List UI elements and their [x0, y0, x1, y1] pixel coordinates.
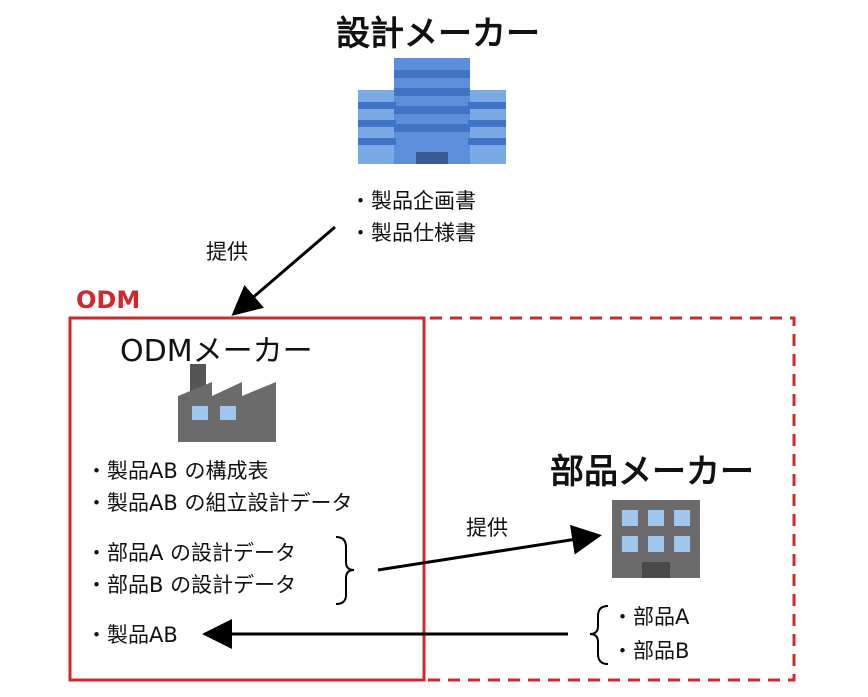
odm-maker-title: ODMメーカー [120, 334, 313, 369]
odm-item-part-a-design: ・部品A の設計データ [86, 541, 297, 565]
factory-icon [178, 364, 276, 442]
odm-item-assembly-data: ・製品AB の組立設計データ [86, 491, 353, 515]
design-maker-item-spec: ・製品仕様書 [350, 221, 476, 245]
arrow-label-design-to-odm: 提供 [206, 240, 248, 264]
parts-maker-title: 部品メーカー [550, 452, 754, 492]
odm-item-product-ab: ・製品AB [86, 623, 178, 647]
brace-odm-parts [335, 536, 355, 605]
brace-parts-list [589, 605, 609, 665]
design-maker-title: 設計メーカー [336, 14, 540, 54]
parts-maker-item-a: ・部品A [612, 605, 690, 629]
arrow-label-odm-to-parts: 提供 [466, 516, 508, 540]
odm-item-bom: ・製品AB の構成表 [86, 459, 269, 483]
small-building-icon [612, 500, 700, 578]
odm-item-part-b-design: ・部品B の設計データ [86, 573, 297, 597]
office-building-icon [358, 58, 506, 164]
arrow-design-to-odm [231, 225, 336, 316]
design-maker-item-planning: ・製品企画書 [350, 189, 476, 213]
odm-group-label: ODM [76, 286, 141, 314]
odm-group-dashed-box [68, 316, 796, 682]
parts-maker-item-b: ・部品B [612, 639, 690, 663]
arrow-odm-to-parts [377, 524, 602, 572]
